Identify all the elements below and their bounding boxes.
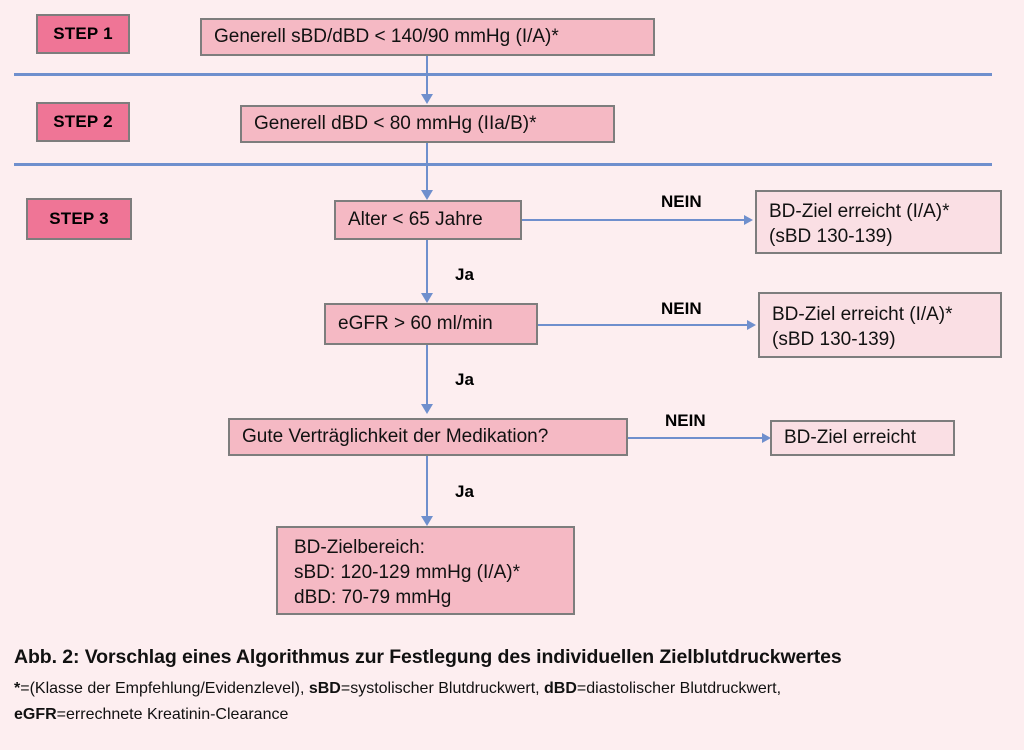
arrow-egfr-yes-icon xyxy=(421,404,433,414)
edge-label-age-yes: Ja xyxy=(455,265,474,284)
arrow-age-yes-icon xyxy=(421,293,433,303)
figure-caption-line-2: eGFR=errechnete Kreatinin-Clearance xyxy=(14,702,1019,728)
arrow-tolerance-yes-icon xyxy=(421,516,433,526)
arrow-step2-age-icon xyxy=(421,190,433,200)
caption-asterisk: * xyxy=(14,680,21,697)
node-outcome-age-line1: BD-Ziel erreicht (I/A)* xyxy=(769,200,950,222)
connector-age-yes xyxy=(426,240,428,296)
node-outcome-tolerance-label: BD-Ziel erreicht xyxy=(784,427,916,449)
caption-egfr-abbr: eGFR xyxy=(14,705,57,723)
figure-caption-line-1: *=(Klasse der Empfehlung/Evidenzlevel), … xyxy=(14,676,1019,702)
caption-line1-e: =diastolischer Blutdruckwert, xyxy=(576,680,782,697)
step-badge-3: STEP 3 xyxy=(26,198,132,240)
node-decision-egfr-label: eGFR > 60 ml/min xyxy=(338,313,493,335)
node-outcome-egfr-line2: (sBD 130-139) xyxy=(772,329,896,350)
node-outcome-egfr-line1: BD-Ziel erreicht (I/A)* xyxy=(772,303,953,325)
arrow-tolerance-no-icon xyxy=(762,433,771,443)
step-badge-1: STEP 1 xyxy=(36,14,130,54)
node-step1-label: Generell sBD/dBD < 140/90 mmHg (I/A)* xyxy=(214,26,559,48)
node-outcome-age-line2: (sBD 130-139) xyxy=(769,226,893,247)
caption-sbd-abbr: sBD xyxy=(308,680,341,697)
caption-dbd-abbr: dBD xyxy=(544,680,577,697)
caption-line1-c: =systolischer Blutdruckwert, xyxy=(340,680,545,697)
step-badge-1-label: STEP 1 xyxy=(53,24,113,43)
step-badge-3-label: STEP 3 xyxy=(49,209,109,228)
section-divider-1 xyxy=(14,73,992,76)
node-decision-age: Alter < 65 Jahre xyxy=(334,200,522,240)
arrow-step1-step2-icon xyxy=(421,94,433,104)
node-decision-age-label: Alter < 65 Jahre xyxy=(348,209,483,231)
node-decision-tolerance: Gute Verträglichkeit der Medikation? xyxy=(228,418,628,456)
caption-line1-a: =(Klasse der Empfehlung/Evidenzlevel), xyxy=(20,680,309,697)
figure-caption-title: Abb. 2: Vorschlag eines Algorithmus zur … xyxy=(14,646,842,668)
arrow-age-no-icon xyxy=(744,215,753,225)
edge-label-egfr-no: NEIN xyxy=(661,299,702,318)
edge-label-tolerance-no: NEIN xyxy=(665,411,706,430)
node-outcome-age: BD-Ziel erreicht (I/A)* (sBD 130-139) xyxy=(755,190,1002,254)
step-badge-2-label: STEP 2 xyxy=(53,112,113,131)
node-step1: Generell sBD/dBD < 140/90 mmHg (I/A)* xyxy=(200,18,655,56)
connector-egfr-yes xyxy=(426,345,428,407)
node-outcome-tolerance: BD-Ziel erreicht xyxy=(770,420,955,456)
connector-tolerance-yes xyxy=(426,456,428,520)
connector-step1-step2 xyxy=(426,56,428,96)
edge-label-tolerance-yes: Ja xyxy=(455,482,474,501)
connector-tolerance-no xyxy=(628,437,763,439)
edge-label-egfr-yes: Ja xyxy=(455,370,474,389)
node-target-range-line1: BD-Zielbereich: xyxy=(294,536,425,558)
arrow-egfr-no-icon xyxy=(747,320,756,330)
connector-step2-age xyxy=(426,143,428,193)
node-outcome-egfr: BD-Ziel erreicht (I/A)* (sBD 130-139) xyxy=(758,292,1002,358)
connector-egfr-no xyxy=(538,324,747,326)
node-decision-egfr: eGFR > 60 ml/min xyxy=(324,303,538,345)
node-target-range-line3: dBD: 70-79 mmHg xyxy=(294,587,452,609)
node-step2: Generell dBD < 80 mmHg (IIa/B)* xyxy=(240,105,615,143)
node-target-range-line2: sBD: 120-129 mmHg (I/A)* xyxy=(294,561,520,583)
connector-age-no xyxy=(522,219,744,221)
section-divider-2 xyxy=(14,163,992,166)
node-decision-tolerance-label: Gute Verträglichkeit der Medikation? xyxy=(242,426,549,448)
figure-caption-body: *=(Klasse der Empfehlung/Evidenzlevel), … xyxy=(14,676,1019,727)
edge-label-age-no: NEIN xyxy=(661,192,702,211)
node-step2-label: Generell dBD < 80 mmHg (IIa/B)* xyxy=(254,113,537,135)
caption-line2-rest: =errechnete Kreatinin-Clearance xyxy=(56,705,289,723)
step-badge-2: STEP 2 xyxy=(36,102,130,142)
node-target-range: BD-Zielbereich: sBD: 120-129 mmHg (I/A)*… xyxy=(276,526,575,615)
